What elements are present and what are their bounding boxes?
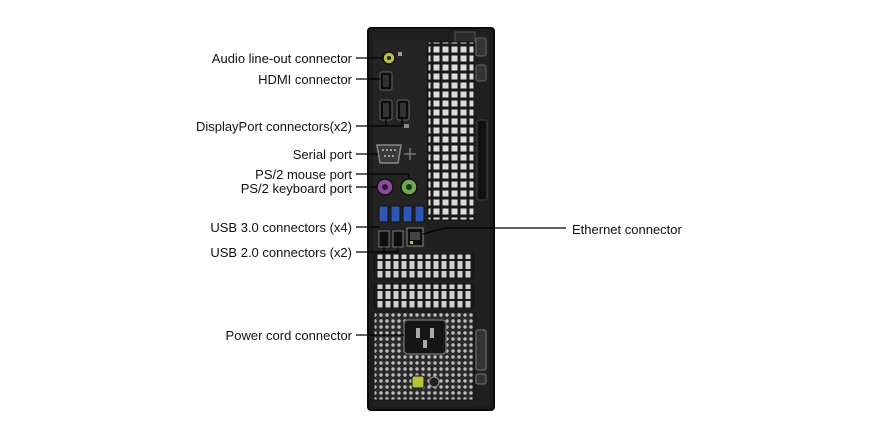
hdmi-port	[379, 71, 393, 91]
label-displayport: DisplayPort connectors(x2)	[195, 119, 352, 134]
label-usb2: USB 2.0 connectors (x2)	[210, 245, 352, 260]
label-usb3: USB 3.0 connectors (x4)	[210, 220, 352, 235]
label-hdmi: HDMI connector	[258, 72, 352, 87]
ps2-ports	[376, 178, 418, 196]
leader-displayport	[356, 118, 403, 127]
ethernet-port	[406, 227, 424, 247]
ventilation-grille	[427, 41, 475, 221]
leader-lines	[356, 57, 566, 336]
io-panel	[374, 40, 426, 250]
label-ps2-keyboard: PS/2 keyboard port	[240, 181, 352, 196]
label-ethernet: Ethernet connector	[572, 222, 682, 237]
leader-usb2-b	[384, 247, 399, 253]
label-audio-line-out: Audio line-out connector	[211, 51, 352, 66]
label-serial: Serial port	[292, 147, 352, 162]
leader-ps2-mouse	[356, 173, 410, 179]
serial-port	[376, 144, 416, 164]
power-supply	[373, 311, 487, 401]
label-power-cord: Power cord connector	[225, 328, 352, 343]
usb3-ports	[378, 205, 425, 223]
label-ps2-mouse: PS/2 mouse port	[255, 167, 352, 182]
expansion-slots	[373, 253, 475, 309]
leader-ethernet	[422, 227, 566, 235]
